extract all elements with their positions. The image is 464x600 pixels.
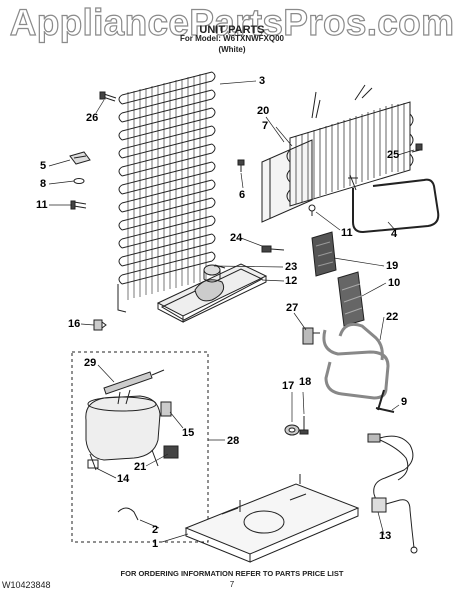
callout-25: 25 <box>387 149 400 161</box>
callout-15: 15 <box>182 427 195 439</box>
document-number: W10423848 <box>2 580 51 590</box>
overload-29 <box>103 369 165 395</box>
page-title: UNIT PARTS <box>199 24 265 36</box>
callout-13: 13 <box>379 530 392 542</box>
callout-23: 23 <box>285 261 298 273</box>
callout-10: 10 <box>388 277 401 289</box>
drain-pan-12 <box>156 263 268 323</box>
screw-26 <box>99 91 117 102</box>
relay-27 <box>302 327 320 345</box>
compressor-14 <box>85 389 161 471</box>
bolt-18 <box>299 416 309 435</box>
leader-lines <box>48 80 415 543</box>
color-line: (White) <box>218 45 246 54</box>
screw-6 <box>237 159 245 172</box>
callout-22: 22 <box>386 311 399 323</box>
callout-16: 16 <box>68 318 81 330</box>
wire-harness-13 <box>367 433 418 554</box>
insulation-19 <box>311 231 337 277</box>
callout-11-mid: 11 <box>341 227 353 239</box>
screw-25 <box>411 143 423 153</box>
grommet-17 <box>284 424 300 436</box>
screw-11-left <box>70 200 87 210</box>
callout-14: 14 <box>117 473 130 485</box>
evaporator-assembly <box>261 84 414 223</box>
thermistor-24 <box>261 245 285 253</box>
callout-26: 26 <box>86 112 99 124</box>
callout-7: 7 <box>262 120 269 132</box>
callout-2: 2 <box>152 524 159 536</box>
callout-5: 5 <box>40 160 47 172</box>
callout-17: 17 <box>282 380 295 392</box>
callout-24: 24 <box>230 232 243 244</box>
grommet-8 <box>73 178 85 184</box>
drain-heater-4 <box>348 174 440 234</box>
screw-11-mid <box>308 204 316 216</box>
callout-20: 20 <box>257 105 270 117</box>
callout-28: 28 <box>227 435 240 447</box>
callout-9: 9 <box>401 396 408 408</box>
model-line: For Model: W6TXNWFXQ00 <box>180 34 284 43</box>
capacitor-21 <box>163 445 179 459</box>
callout-21: 21 <box>134 461 147 473</box>
callout-27: 27 <box>286 302 299 314</box>
tubing-22 <box>322 322 390 400</box>
clip-16 <box>93 319 107 331</box>
callout-11-left: 11 <box>36 199 48 211</box>
ordering-info: FOR ORDERING INFORMATION REFER TO PARTS … <box>120 569 344 578</box>
callout-8: 8 <box>40 178 47 190</box>
page-number: 7 <box>229 580 235 589</box>
compressor-kit-28 <box>71 351 209 543</box>
bracket-5 <box>69 151 91 165</box>
callout-29: 29 <box>84 357 97 369</box>
condenser-coil <box>117 71 226 313</box>
base-plate-1 <box>184 474 360 563</box>
watermark: AppliancePartsPros.com <box>9 1 455 43</box>
insulation-10 <box>337 271 365 327</box>
tube-9 <box>375 389 395 413</box>
callout-3: 3 <box>259 75 266 87</box>
relay-15 <box>160 401 172 417</box>
callout-19: 19 <box>386 260 399 272</box>
clip-2 <box>117 507 139 521</box>
callout-4: 4 <box>391 228 398 240</box>
callout-6: 6 <box>239 189 246 201</box>
callout-18: 18 <box>299 376 312 388</box>
callout-12: 12 <box>285 275 298 287</box>
callout-1: 1 <box>152 538 159 550</box>
